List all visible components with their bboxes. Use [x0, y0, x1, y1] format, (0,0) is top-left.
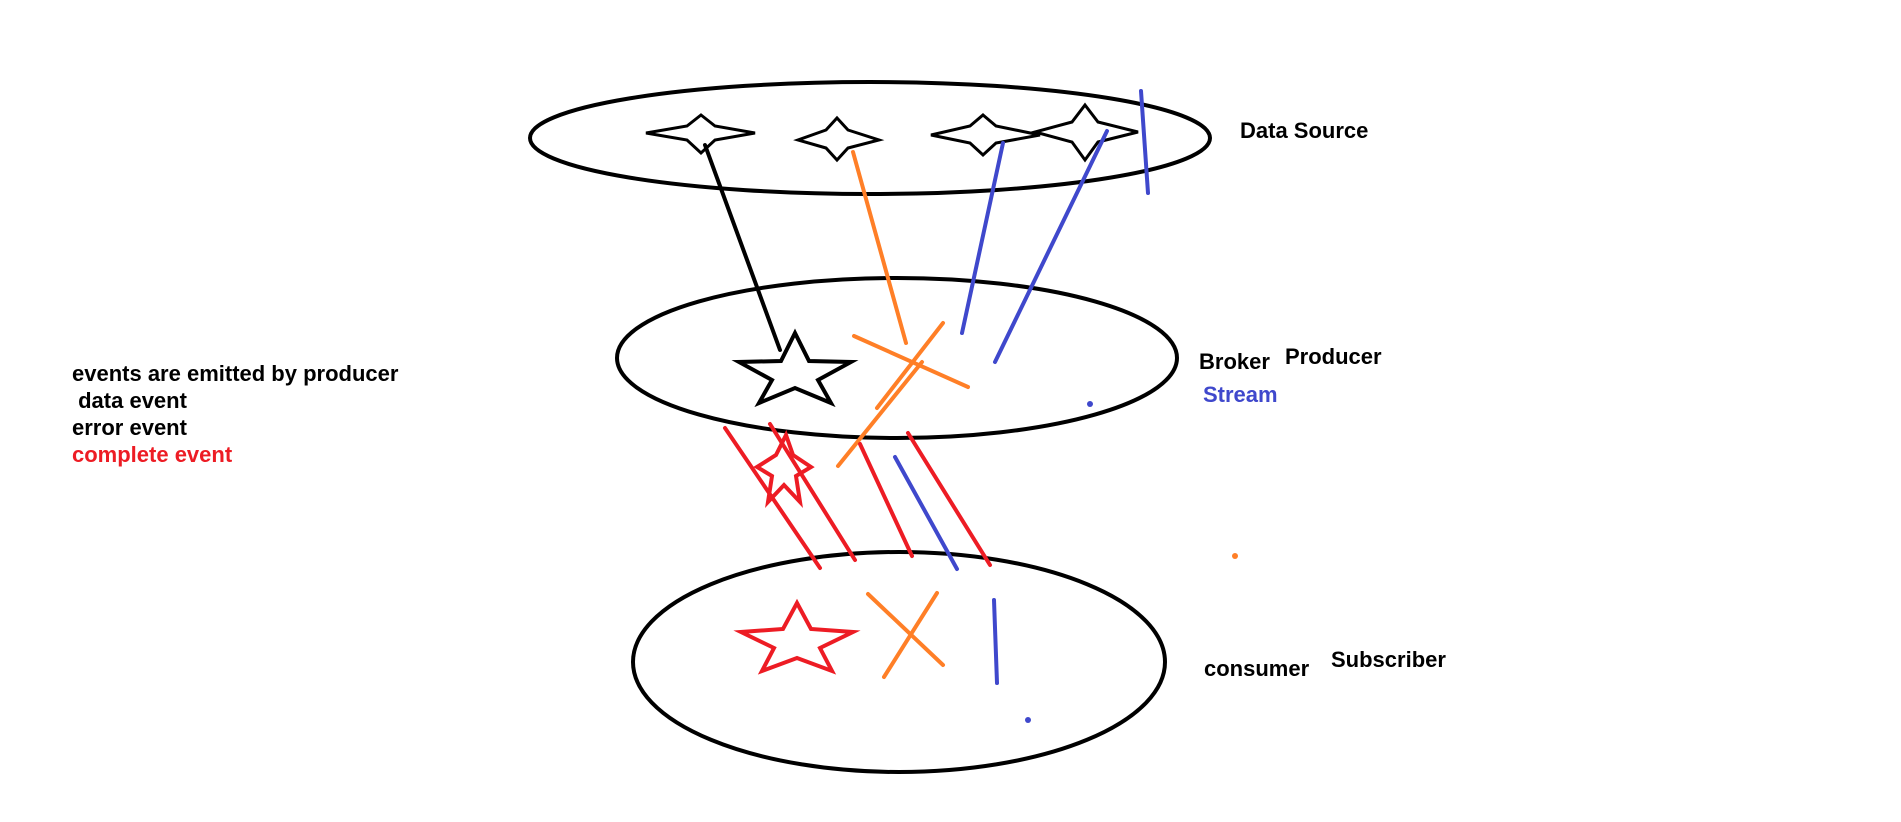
blue-complete-mark-top	[1139, 89, 1150, 195]
broker-orange-x-b	[875, 321, 945, 410]
red-complete-line-3	[858, 442, 914, 558]
legend-data-event: data event	[72, 388, 187, 413]
stream-label: Stream	[1203, 382, 1278, 407]
legend-title: events are emitted by producer	[72, 361, 399, 386]
consumer-red-star	[733, 598, 861, 675]
consumer-blue-line	[992, 598, 999, 685]
data-source-sparkle-1	[645, 113, 756, 156]
blue-dot-broker	[1087, 401, 1093, 407]
broker-label: Broker	[1199, 349, 1270, 374]
consumer-orange-x-a	[866, 592, 945, 667]
event-legend: events are emitted by producer data even…	[72, 360, 398, 468]
orange-data-line	[851, 150, 908, 345]
data-source-ellipse	[528, 80, 1212, 196]
blue-data-line-1	[960, 141, 1005, 335]
data-source-sparkle-2	[793, 115, 885, 163]
subscriber-label: Subscriber	[1331, 647, 1446, 672]
legend-error-event: error event	[72, 415, 187, 440]
data-source-sparkle-4	[1029, 102, 1139, 163]
consumer-label: consumer	[1204, 656, 1310, 681]
broker-orange-x-c	[836, 360, 924, 468]
red-complete-line-4	[906, 431, 992, 567]
red-small-star	[753, 429, 815, 509]
broker-star	[731, 328, 859, 408]
data-source-sparkle-3	[930, 113, 1041, 158]
broker-ellipse	[615, 276, 1179, 440]
blue-stream-line	[893, 455, 959, 571]
blue-dot-consumer	[1025, 717, 1031, 723]
black-data-line	[703, 143, 782, 352]
orange-dot	[1232, 553, 1238, 559]
consumer-ellipse	[631, 550, 1167, 774]
producer-label: Producer	[1285, 344, 1382, 369]
consumer-orange-x-b	[882, 591, 939, 679]
red-complete-line-2	[768, 422, 857, 562]
data-source-label: Data Source	[1240, 118, 1369, 143]
blue-data-line-2	[993, 129, 1109, 364]
legend-complete-event: complete event	[72, 442, 233, 467]
